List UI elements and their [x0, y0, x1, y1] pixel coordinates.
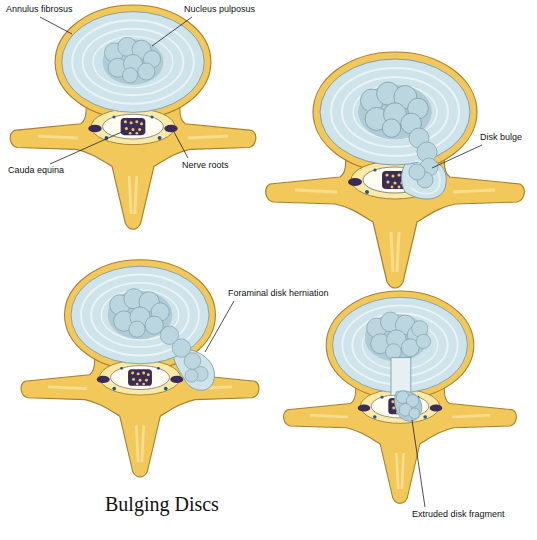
part-label: Cauda equina [8, 165, 64, 176]
callout-label: Disk bulge [480, 132, 522, 143]
callout-label: Foraminal disk herniation [228, 288, 329, 299]
extrusion-vertebra [284, 291, 517, 503]
part-label: Nerve roots [182, 160, 229, 171]
part-label: Annulus fibrosus [6, 4, 73, 15]
bulge-vertebra [266, 52, 525, 288]
part-label: Nucleus pulposus [184, 4, 255, 15]
callout-label: Extruded disk fragment [412, 509, 505, 520]
foraminal-vertebra [21, 260, 259, 477]
figure-caption: Bulging Discs [105, 492, 219, 516]
normal-vertebra [10, 5, 256, 229]
leader-lines [40, 17, 482, 507]
